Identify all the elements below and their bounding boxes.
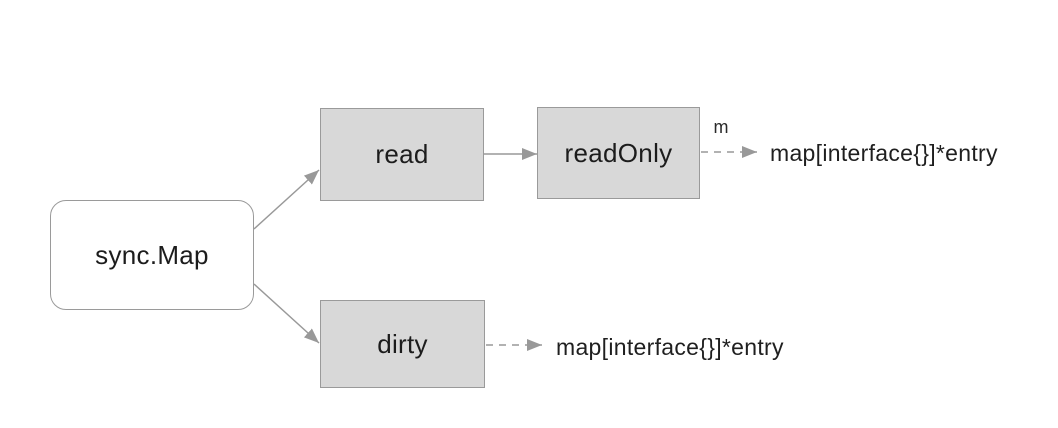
node-readonly: readOnly (537, 107, 700, 199)
node-dirty: dirty (320, 300, 485, 388)
edge-syncmap-to-read-arrow (253, 169, 320, 230)
node-readonly-label: readOnly (564, 137, 673, 168)
node-sync-map: sync.Map (50, 200, 254, 310)
node-read: read (320, 108, 484, 201)
edge-syncmap-to-dirty-arrow (253, 283, 320, 344)
node-dirty-label: dirty (377, 328, 428, 359)
dirty-map-type-text: map[interface{}]*entry (556, 334, 784, 360)
readonly-map-type-text: map[interface{}]*entry (770, 140, 998, 166)
node-read-label: read (375, 139, 429, 169)
edge-label-m: m (713, 117, 729, 137)
node-sync-map-label: sync.Map (95, 239, 209, 270)
